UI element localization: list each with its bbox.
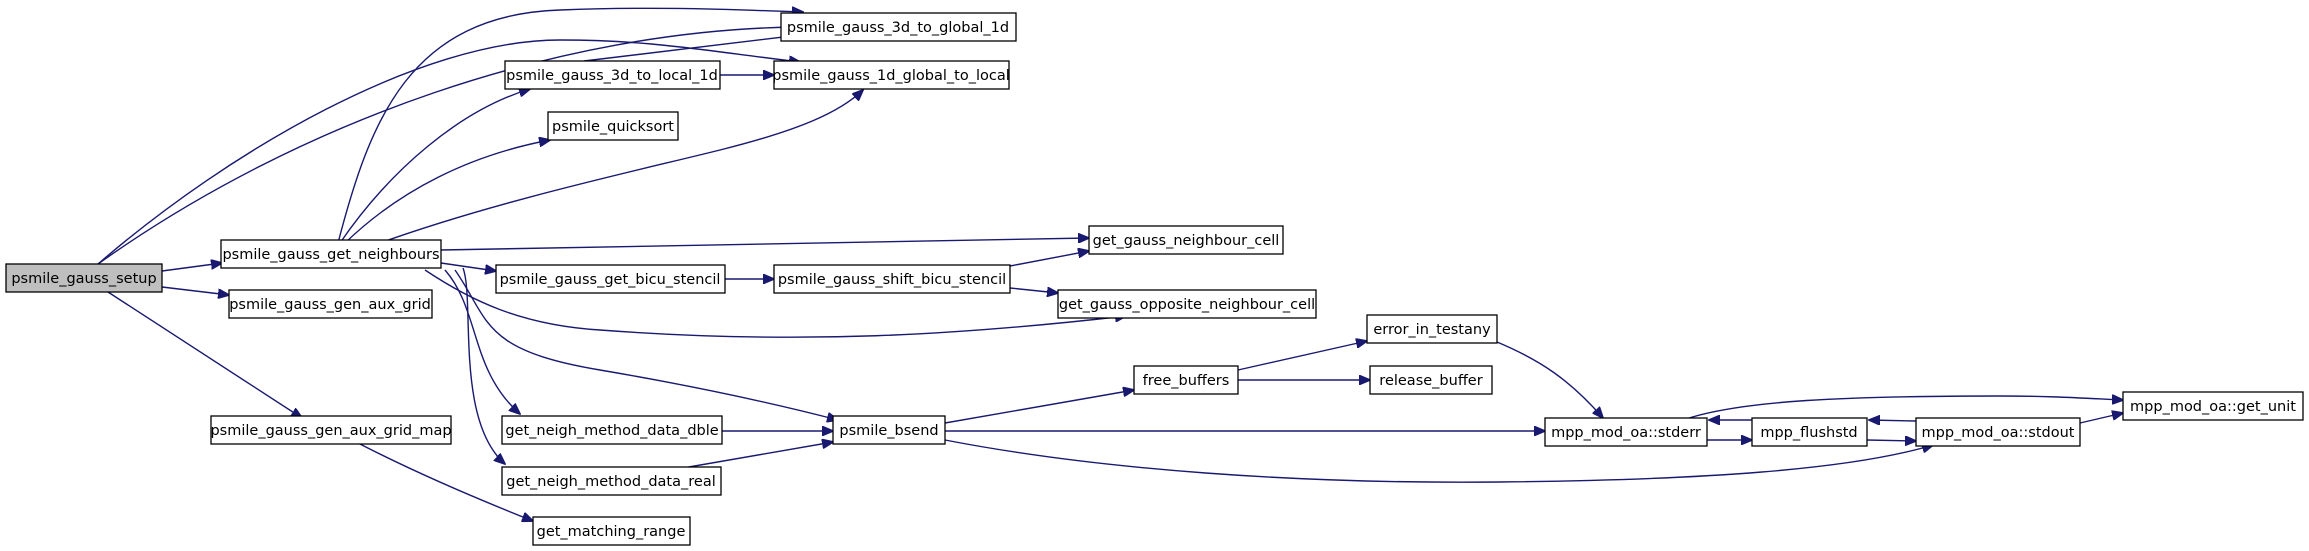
node-setup[interactable]: psmile_gauss_setup (5, 263, 163, 293)
node-bsend[interactable]: psmile_bsend (832, 415, 946, 445)
node-release-buffer[interactable]: release_buffer (1369, 365, 1493, 395)
edge-real-to-bsend (682, 442, 833, 469)
node-method-data-real[interactable]: get_neigh_method_data_real (501, 466, 722, 496)
edge-setup-to-get-neighbours (161, 263, 222, 272)
svg-text:psmile_gauss_setup: psmile_gauss_setup (11, 271, 156, 287)
svg-text:free_buffers: free_buffers (1143, 373, 1230, 389)
edge-neighbours-to-get-bicu-stencil (440, 262, 496, 271)
nodes: psmile_gauss_setup psmile_gauss_get_neig… (5, 12, 2304, 546)
node-global-to-local[interactable]: psmile_gauss_1d_global_to_local (772, 60, 1010, 90)
edge-shift-bicu-to-opposite-cell (1009, 288, 1058, 293)
node-flushstd[interactable]: mpp_flushstd (1751, 417, 1868, 447)
node-get-bicu-stencil[interactable]: psmile_gauss_get_bicu_stencil (495, 264, 726, 294)
edge-neighbours-to-global-to-local (379, 90, 863, 244)
edge-neighbours-to-bsend (454, 269, 838, 420)
svg-text:get_matching_range: get_matching_range (537, 524, 686, 540)
node-shift-bicu-stencil[interactable]: psmile_gauss_shift_bicu_stencil (773, 264, 1011, 294)
node-opposite-neighbour-cell[interactable]: get_gauss_opposite_neighbour_cell (1057, 289, 1317, 319)
svg-text:psmile_gauss_get_bicu_stencil: psmile_gauss_get_bicu_stencil (500, 272, 721, 288)
edge-flushstd-to-stdout (1866, 440, 1916, 441)
edge-setup-to-global-1d (97, 27, 797, 265)
svg-text:mpp_flushstd: mpp_flushstd (1760, 425, 1857, 441)
svg-text:psmile_gauss_shift_bicu_stenci: psmile_gauss_shift_bicu_stencil (778, 272, 1006, 288)
node-free-buffers[interactable]: free_buffers (1133, 365, 1239, 395)
svg-text:get_gauss_opposite_neighbour_c: get_gauss_opposite_neighbour_cell (1059, 297, 1315, 313)
svg-text:psmile_gauss_3d_to_local_1d: psmile_gauss_3d_to_local_1d (506, 68, 718, 84)
svg-text:get_neigh_method_data_real: get_neigh_method_data_real (506, 474, 715, 490)
svg-text:mpp_mod_oa::stderr: mpp_mod_oa::stderr (1551, 425, 1701, 441)
edge-neighbours-to-method-dble (444, 269, 520, 414)
svg-text:psmile_quicksort: psmile_quicksort (552, 119, 674, 135)
edge-neighbours-to-neighbour-cell (440, 238, 1089, 251)
edge-free-buffers-to-error (1237, 341, 1367, 371)
node-get-unit[interactable]: mpp_mod_oa::get_unit (2122, 391, 2304, 421)
edge-neighbours-to-quicksort (344, 140, 550, 244)
edge-stdout-to-get-unit (2079, 413, 2123, 424)
svg-text:psmile_gauss_1d_global_to_loca: psmile_gauss_1d_global_to_local (772, 68, 1010, 84)
edge-neighbours-to-opposite-cell (424, 269, 1126, 338)
svg-text:psmile_gauss_3d_to_global_1d: psmile_gauss_3d_to_global_1d (787, 20, 1009, 36)
edge-setup-to-gen-aux-grid (161, 286, 229, 295)
edge-bsend-to-free-buffers (944, 390, 1134, 424)
node-gen-aux-grid-map[interactable]: psmile_gauss_gen_aux_grid_map (210, 415, 452, 445)
node-error-in-testany[interactable]: error_in_testany (1366, 314, 1498, 344)
edge-setup-to-gen-aux-grid-map (107, 291, 302, 418)
edge-stdout-to-flushstd (1869, 420, 1917, 421)
svg-text:get_neigh_method_data_dble: get_neigh_method_data_dble (505, 423, 718, 439)
svg-text:psmile_gauss_get_neighbours: psmile_gauss_get_neighbours (222, 247, 439, 263)
svg-text:psmile_gauss_gen_aux_grid: psmile_gauss_gen_aux_grid (229, 297, 431, 313)
svg-text:error_in_testany: error_in_testany (1373, 322, 1491, 338)
node-to-local-1d[interactable]: psmile_gauss_3d_to_local_1d (504, 60, 721, 90)
edge-local-1d-to-global-1d (583, 35, 800, 62)
edge-error-to-stderr (1496, 341, 1603, 418)
svg-text:mpp_mod_oa::get_unit: mpp_mod_oa::get_unit (2130, 399, 2296, 415)
svg-text:get_gauss_neighbour_cell: get_gauss_neighbour_cell (1093, 233, 1280, 249)
edge-neighbours-to-global-1d (337, 8, 803, 244)
edge-stderr-to-get-unit (1682, 396, 2123, 421)
node-stderr[interactable]: mpp_mod_oa::stderr (1544, 417, 1708, 447)
svg-text:psmile_bsend: psmile_bsend (839, 423, 938, 439)
edge-neighbours-to-local-1d (339, 89, 530, 244)
edge-setup-to-global-to-local (97, 39, 800, 265)
svg-text:psmile_gauss_gen_aux_grid_map: psmile_gauss_gen_aux_grid_map (210, 423, 451, 439)
node-get-neighbours[interactable]: psmile_gauss_get_neighbours (220, 239, 442, 269)
node-neighbour-cell[interactable]: get_gauss_neighbour_cell (1088, 225, 1284, 255)
node-quicksort[interactable]: psmile_quicksort (547, 111, 679, 141)
svg-text:mpp_mod_oa::stdout: mpp_mod_oa::stdout (1922, 425, 2075, 441)
svg-text:release_buffer: release_buffer (1379, 373, 1482, 389)
node-gen-aux-grid[interactable]: psmile_gauss_gen_aux_grid (228, 289, 433, 319)
edge-bsend-to-stdout (944, 439, 1933, 483)
edge-aux-grid-map-to-matching-range (357, 442, 533, 521)
node-method-data-dble[interactable]: get_neigh_method_data_dble (501, 415, 723, 445)
edges (97, 8, 2123, 521)
node-stdout[interactable]: mpp_mod_oa::stdout (1915, 417, 2081, 447)
edge-neighbours-to-method-real (462, 267, 505, 464)
node-to-global-1d[interactable]: psmile_gauss_3d_to_global_1d (780, 12, 1017, 42)
node-matching-range[interactable]: get_matching_range (532, 516, 691, 546)
edge-shift-bicu-to-neighbour-cell (1009, 251, 1089, 267)
